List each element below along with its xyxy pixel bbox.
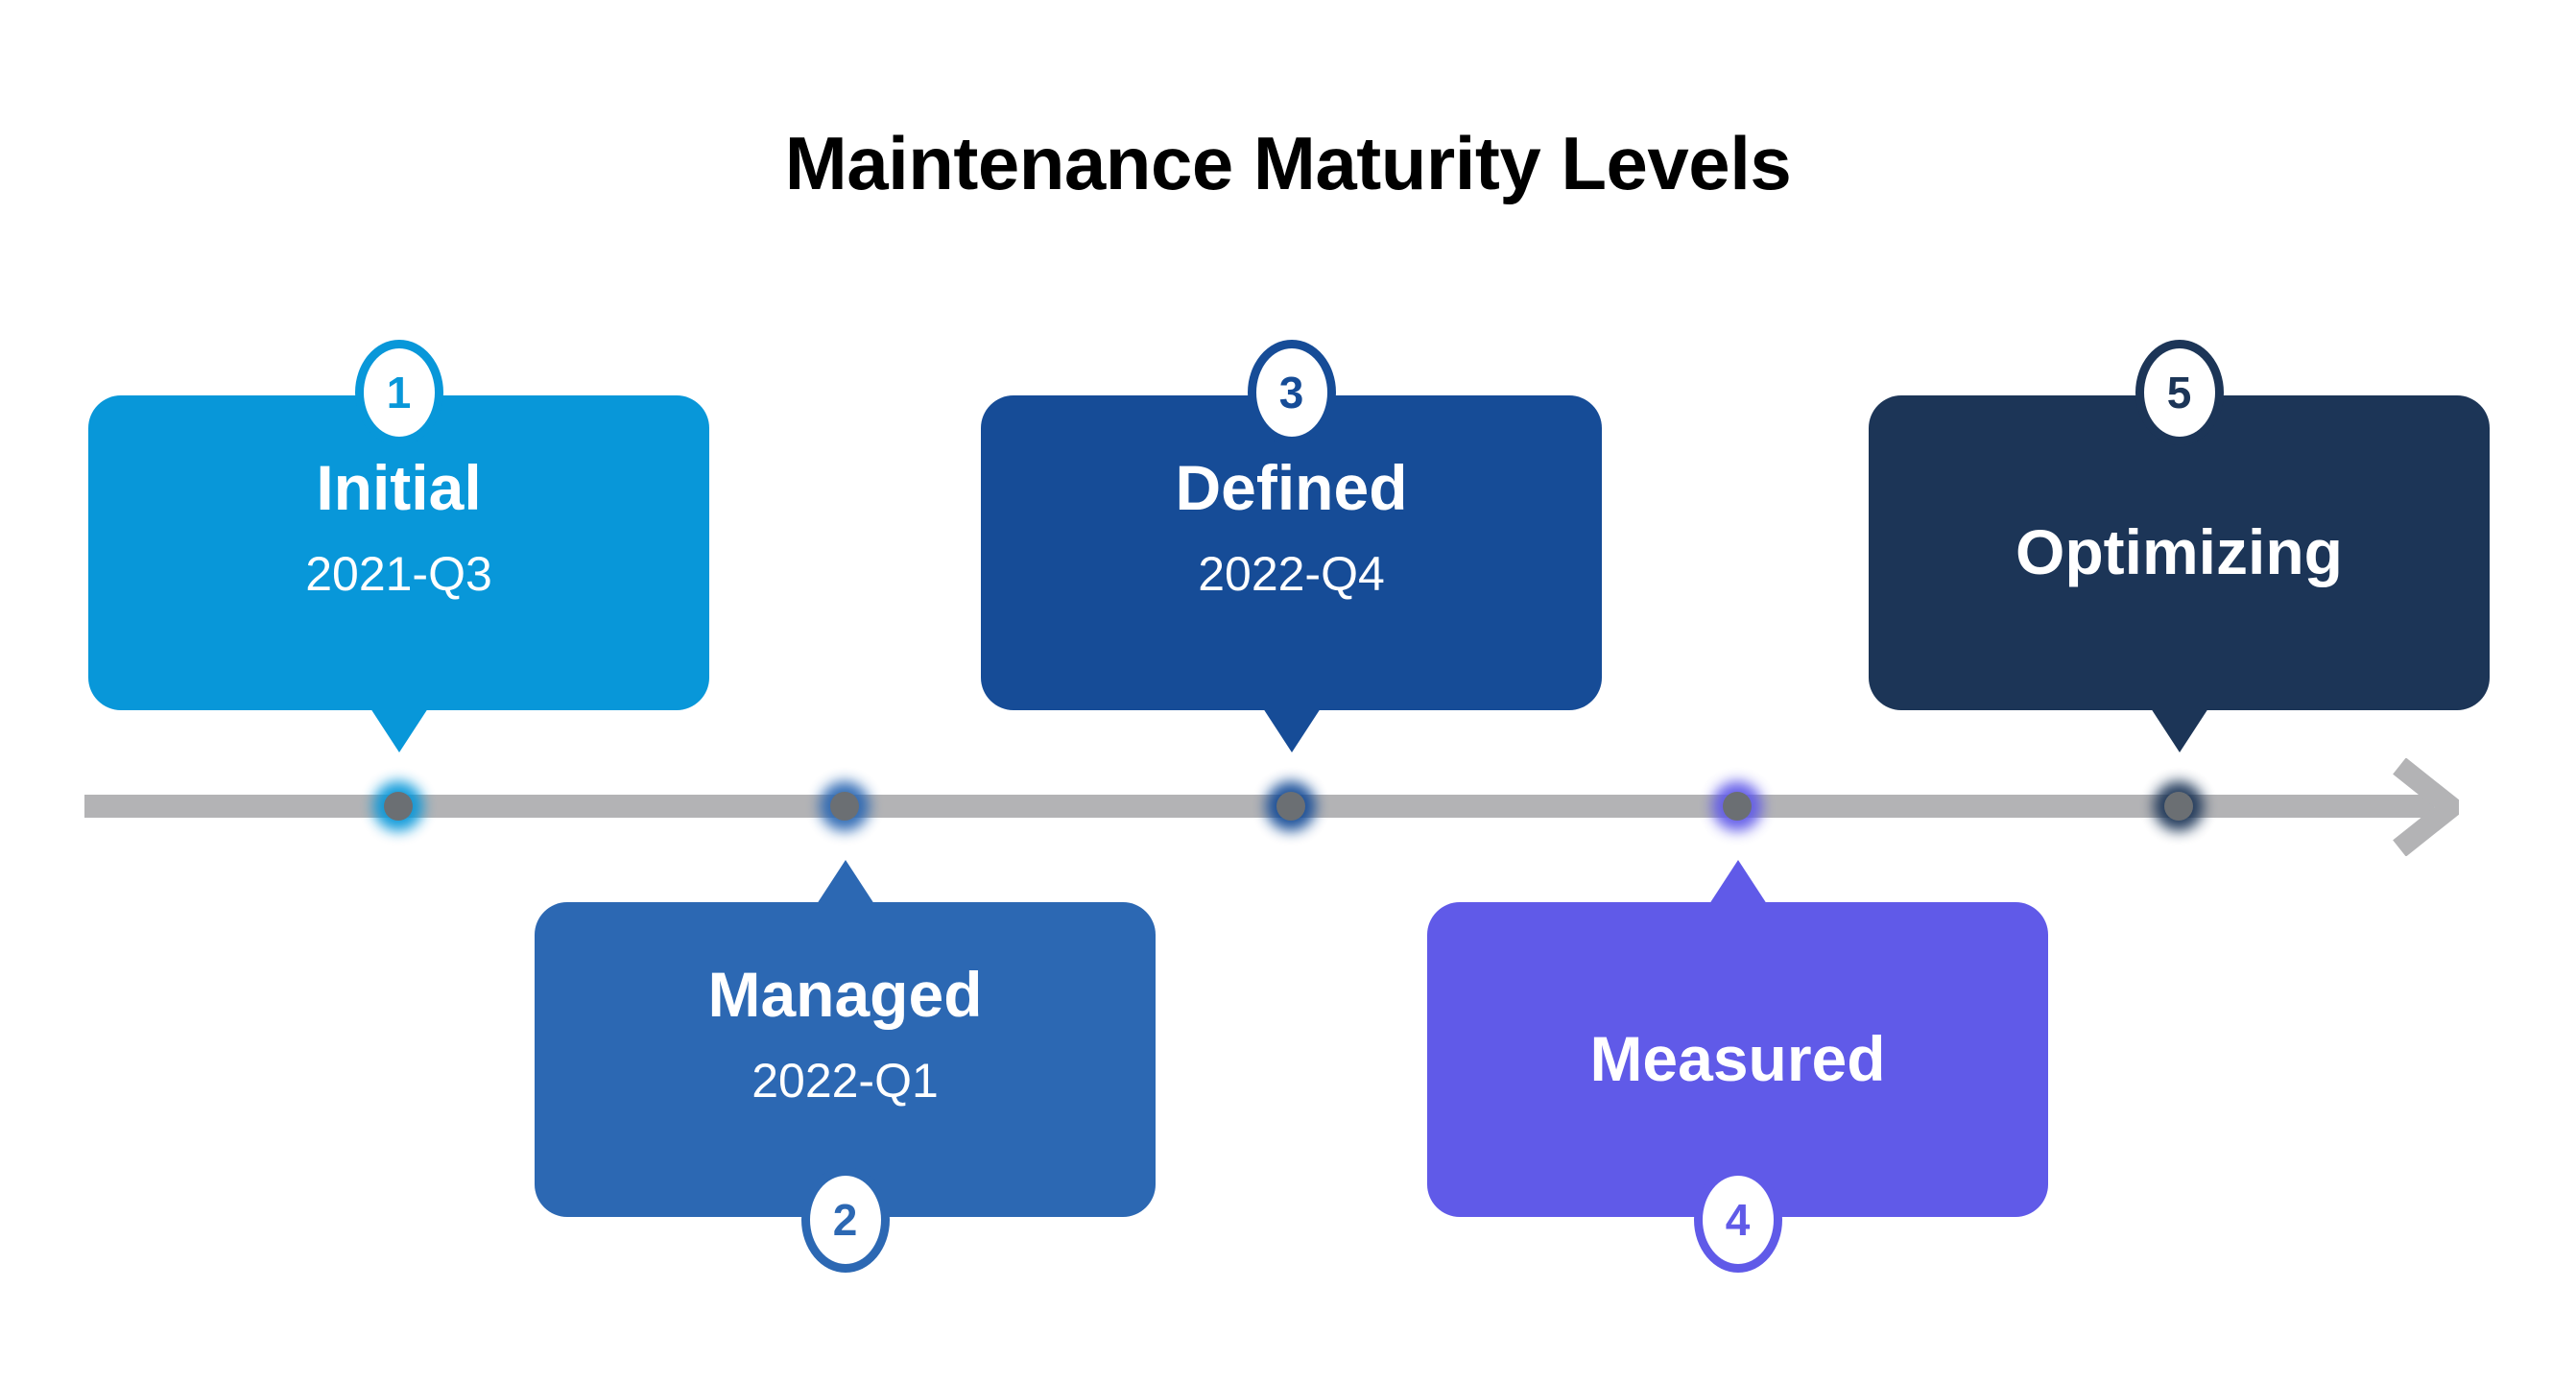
- step-number-badge[interactable]: 5: [2135, 340, 2224, 445]
- milestone-card-defined[interactable]: Defined 2022-Q4 3: [981, 340, 1602, 752]
- milestone-card-optimizing[interactable]: Optimizing 5: [1869, 340, 2490, 752]
- dot-core: [384, 792, 413, 821]
- card-pointer-triangle: [1708, 860, 1767, 904]
- milestone-card-managed[interactable]: Managed 2022-Q1 2: [535, 860, 1156, 1273]
- milestone-label: Initial: [316, 452, 482, 523]
- card-pointer-triangle: [370, 708, 428, 752]
- timeline-dot-defined[interactable]: [1266, 781, 1316, 831]
- dot-core: [2164, 792, 2193, 821]
- step-number-badge[interactable]: 2: [800, 1167, 890, 1273]
- card-pointer-triangle: [2150, 708, 2208, 752]
- milestone-date: 2022-Q4: [1198, 547, 1385, 602]
- timeline-dot-managed[interactable]: [820, 781, 870, 831]
- milestone-date: 2021-Q3: [305, 547, 492, 602]
- timeline-dot-initial[interactable]: [373, 781, 423, 831]
- timeline-axis: [84, 795, 2434, 818]
- timeline-dot-measured[interactable]: [1712, 781, 1762, 831]
- milestone-label: Defined: [1175, 452, 1408, 523]
- milestone-label: Measured: [1589, 1023, 1886, 1095]
- dot-core: [1723, 792, 1752, 821]
- milestone-card-measured[interactable]: Measured 4: [1427, 860, 2048, 1273]
- milestone-card-initial[interactable]: Initial 2021-Q3 1: [88, 340, 709, 752]
- card-pointer-triangle: [816, 860, 874, 904]
- step-number-badge[interactable]: 4: [1693, 1167, 1782, 1273]
- step-number-badge[interactable]: 3: [1247, 340, 1336, 445]
- page-title: Maintenance Maturity Levels: [784, 121, 1792, 205]
- milestone-date: 2022-Q1: [751, 1054, 939, 1109]
- timeline-arrow-icon: [2393, 758, 2459, 856]
- card-pointer-triangle: [1262, 708, 1321, 752]
- milestone-label: Managed: [707, 959, 983, 1030]
- dot-core: [830, 792, 859, 821]
- milestone-label: Optimizing: [2015, 516, 2343, 588]
- step-number-badge[interactable]: 1: [354, 340, 443, 445]
- timeline-dot-optimizing[interactable]: [2154, 781, 2204, 831]
- dot-core: [1276, 792, 1305, 821]
